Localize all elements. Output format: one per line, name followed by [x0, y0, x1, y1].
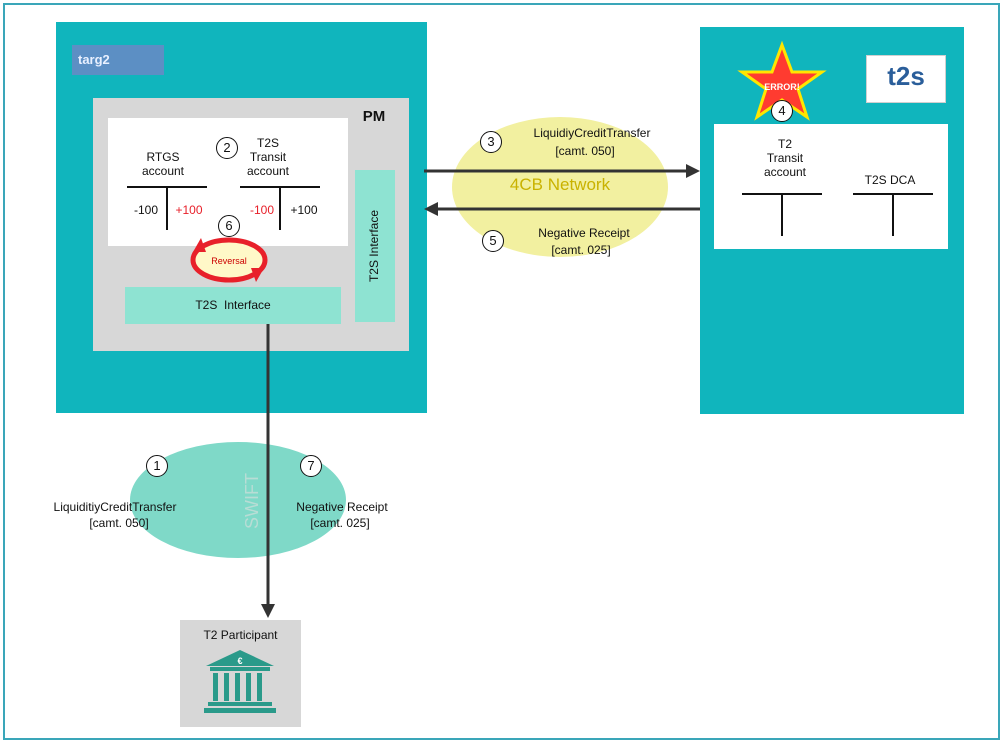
msg5-line2: [camt. 025] [551, 243, 611, 257]
swift-ellipse [130, 442, 346, 558]
target2-logo: targ2 [72, 45, 164, 75]
t2s-interface-horizontal [125, 287, 341, 324]
t2s-accounts-panel [714, 124, 948, 249]
t2s-interface-vertical [355, 170, 395, 322]
rtgs-debit-value: -100 [133, 203, 159, 217]
reversal-label: Reversal [211, 256, 247, 266]
rtgs-credit-value: +100 [175, 203, 203, 217]
step-6-badge: 6 [218, 215, 240, 237]
t2s-logo: t2s [866, 55, 946, 103]
error-label: ERROR! [764, 82, 800, 92]
reversal-circle [190, 237, 268, 283]
transit-debit-value: -100 [249, 203, 275, 217]
step-1-badge: 1 [146, 455, 168, 477]
bank-icon [204, 650, 276, 713]
t2s-interface-horizontal-label: T2S Interface [195, 298, 271, 312]
reversal-arrow-head-2 [251, 268, 264, 282]
rtgs-account-label: RTGS account [141, 150, 185, 178]
step-5-badge: 5 [482, 230, 504, 252]
transit-credit-value: +100 [290, 203, 318, 217]
target2-logo-text: targ2 [78, 52, 110, 67]
t2s-dca-label: T2S DCA [864, 173, 916, 187]
4cb-network-label: 4CB Network [509, 175, 611, 194]
arrow-to-pm-head [424, 202, 438, 216]
step-2-badge: 2 [216, 137, 238, 159]
t2s-transit-account-label: T2S Transit account [246, 136, 290, 178]
swift-label: SWIFT [242, 473, 262, 529]
msg1-line2: [camt. 050] [89, 516, 149, 530]
participant-label: T2 Participant [203, 628, 278, 642]
step-3-badge: 3 [480, 131, 502, 153]
pm-label: PM [362, 108, 386, 125]
reversal-arrow-head-1 [193, 238, 206, 252]
step-7-badge: 7 [300, 455, 322, 477]
euro-symbol: € [237, 656, 243, 666]
step-4-badge: 4 [771, 100, 793, 122]
t2s-logo-text: t2s [887, 61, 925, 91]
msg3-line2: [camt. 050] [555, 144, 615, 158]
arrow-to-t2s-head [686, 164, 700, 178]
msg5-line1: Negative Receipt [538, 226, 630, 240]
msg1-line1: LiquiditiyCreditTransfer [53, 500, 177, 514]
4cb-network-ellipse [452, 117, 668, 257]
msg3-line1: LiquidiyCreditTransfer [533, 126, 651, 140]
diagram-frame [3, 3, 1000, 740]
arrow-to-participant-head [261, 604, 275, 618]
t2-transit-account-label: T2 Transit account [763, 137, 807, 179]
msg7-line2: [camt. 025] [310, 516, 370, 530]
msg7-line1: Negative Receipt [296, 500, 388, 514]
